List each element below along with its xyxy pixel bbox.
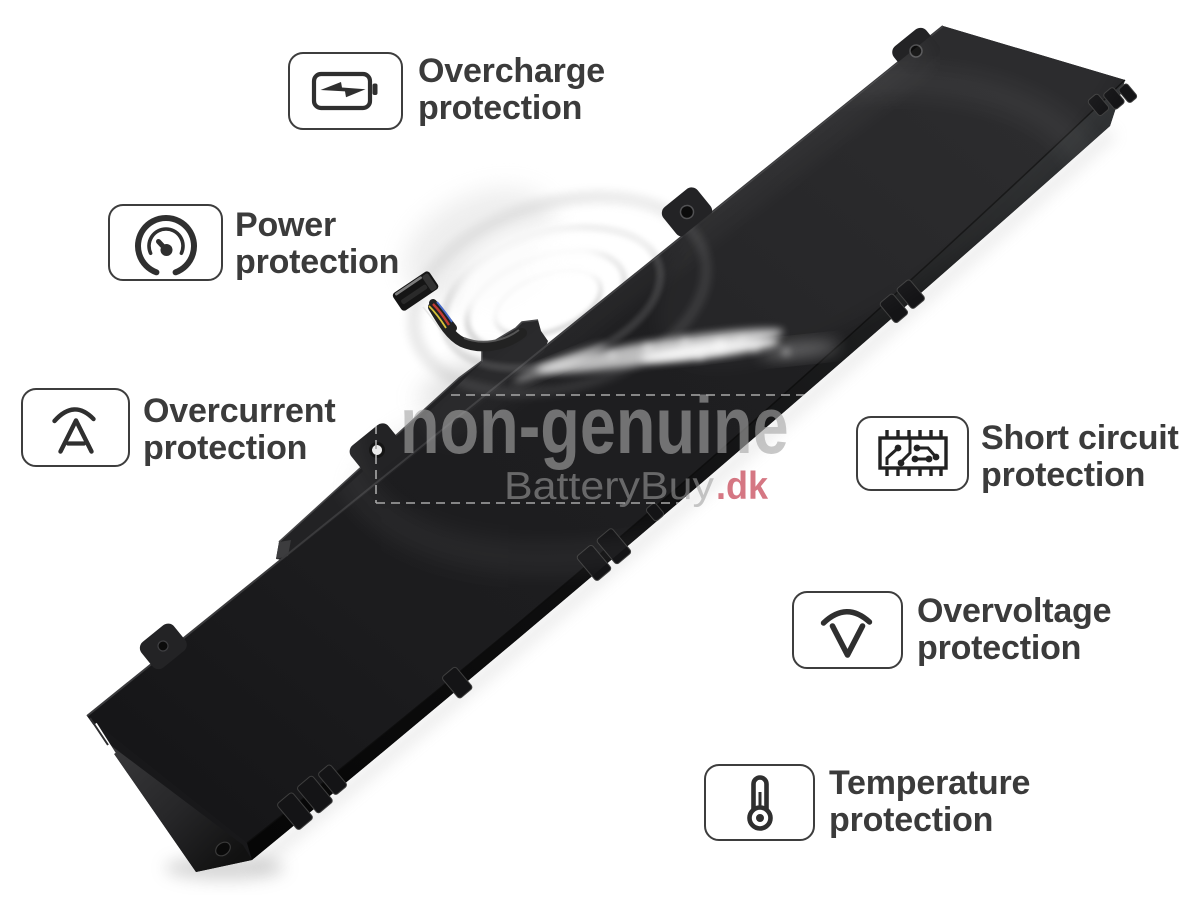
svg-text:BatteryBuy: BatteryBuy — [504, 465, 715, 508]
svg-text:.dk: .dk — [716, 465, 768, 508]
svg-text:non-genuine: non-genuine — [400, 380, 789, 471]
